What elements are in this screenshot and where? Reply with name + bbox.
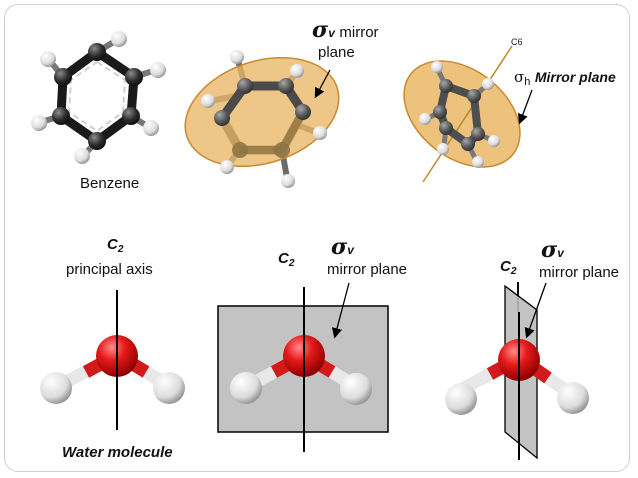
c2-label-1: C2 [107,236,123,255]
mirror-plane-text-3: mirror plane [539,264,620,281]
water-molecule-plane-side [445,282,589,460]
sigma-h-symbol: σ [514,68,525,86]
sigma-h-arrow [517,89,533,125]
sigma-v-text-line1: mirror [339,24,379,41]
sigma-v-subscript-3: v [557,246,564,260]
benzene-sigma-h-view [403,45,533,183]
sigma-v-arrow-3 [524,282,547,339]
sigma-v-symbol-3: σ [541,237,558,263]
mirror-plane-text-2: mirror plane [327,261,408,278]
water-caption: Water molecule [62,444,173,461]
c2-subscript-3: 2 [510,266,517,277]
sigma-h-text: Mirror plane [534,69,616,85]
sigma-v-mirror-plane [184,56,340,168]
c6-axis-label: C6 [511,37,523,47]
sigma-v-arrow-2 [331,282,350,339]
sigma-h-mirror-plane [403,60,521,168]
sigma-v-arrow [314,69,331,99]
sigma-v-label: σv mirror [312,17,379,43]
principal-axis-text: principal axis [66,261,153,278]
sigma-h-subscript: h [524,76,531,88]
water-molecule-axis [40,290,185,430]
sigma-v-symbol-2: σ [331,234,348,260]
sigma-v-symbol: σ [312,17,329,43]
c6-axis [422,45,513,183]
benzene-caption: Benzene [80,175,140,192]
sigma-v-label-2: σv [331,234,354,260]
c2-label-3: C2 [500,258,516,277]
c2-symbol-3: C [500,258,511,275]
benzene-molecule [31,31,166,164]
c2-label-2: C2 [278,250,294,269]
sigma-v-subscript-2: v [347,243,354,257]
sigma-h-label: σh Mirror plane [514,68,616,88]
c2-subscript-1: 2 [117,244,124,255]
sigma-v-label-3: σv [541,237,564,263]
benzene-sigma-v-view [184,50,340,188]
water-molecule-plane-front [217,282,389,452]
c2-subscript-2: 2 [288,258,295,269]
sigma-v-subscript: v [328,26,335,40]
c2-symbol-1: C [107,236,118,253]
c2-symbol-2: C [278,250,289,267]
sigma-v-text-line2: plane [318,44,355,61]
